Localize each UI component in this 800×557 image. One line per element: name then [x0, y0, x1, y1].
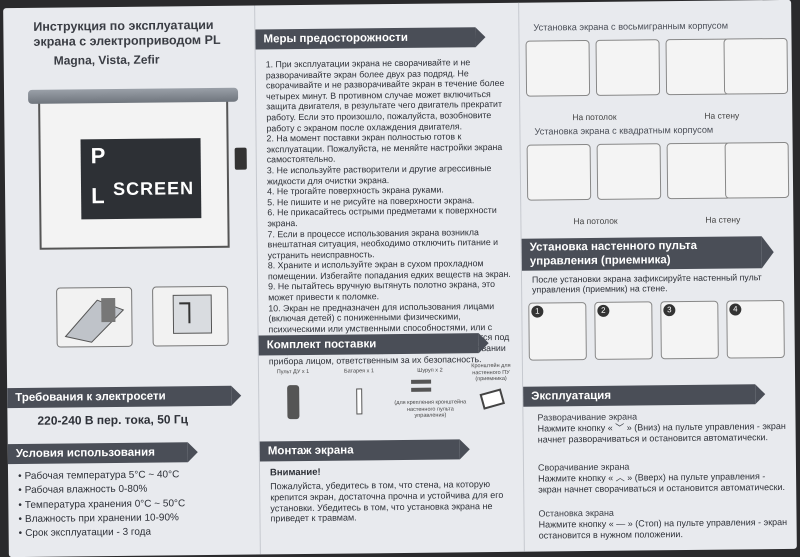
mounting-heading: Монтаж экрана [259, 439, 470, 462]
right-column: Установка экрана с восьмигранным корпусо… [519, 0, 797, 552]
logo-letter-l: L [90, 183, 105, 209]
roll-text: Нажмите кнопку « ︿ » (Вверх) на пульте у… [538, 470, 786, 495]
title-line-2: экрана с электроприводом PL [33, 32, 221, 49]
logo-letter-p: P [90, 143, 106, 169]
attention-label: Внимание! [269, 466, 321, 479]
screw-note: (для крепления кронштейна настенного пул… [394, 399, 467, 419]
kit-heading-text: Комплект поставки [266, 338, 377, 352]
screw-icon [411, 379, 432, 384]
step-number: 1 [531, 305, 544, 318]
precautions-heading-text: Меры предосторожности [263, 31, 408, 46]
list-item: 3. Не используйте растворители и другие … [266, 162, 492, 186]
kit-label: Кронштейн для настенного ПУ (приемника) [471, 362, 511, 383]
list-item: Срок эксплуатации - 3 года [19, 525, 186, 541]
ceiling-bracket-octagonal-icon [595, 39, 661, 96]
remote-install-text: После установки экрана зафиксируйте наст… [531, 272, 762, 296]
ceiling-label: На потолок [572, 111, 617, 123]
step-number: 3 [663, 304, 676, 317]
kit-heading: Комплект поставки [258, 333, 489, 356]
square-heading: Установка экрана с квадратным корпусом [534, 124, 714, 137]
step-number: 2 [597, 304, 610, 317]
ceiling-mount-octagonal-icon [525, 40, 591, 97]
kit-screws: Шуруп х 2 (для крепления кронштейна наст… [393, 367, 467, 419]
wall-label: На стену [705, 214, 741, 225]
install-step-1: 1 [528, 302, 587, 361]
precautions-heading: Меры предосторожности [255, 27, 486, 50]
kit-remote: Пульт ДУ х 1 [263, 368, 323, 420]
install-step-4: 4 [726, 299, 785, 359]
wall-bracket-octagonal-icon [723, 37, 789, 95]
screen-housing [28, 87, 239, 104]
list-item: 7. Если в процессе использования экрана … [267, 226, 499, 261]
operation-heading: Эксплуатация [523, 384, 766, 407]
list-item: 9. Не пытайтесь вручную вытянуть полотно… [268, 279, 496, 303]
stop-text: Нажмите кнопку « — » (Стоп) на пульте уп… [538, 516, 788, 541]
bracket-detail-thumbnail [152, 285, 229, 347]
screen-illustration: P L SCREEN [28, 87, 250, 260]
battery-icon [356, 388, 363, 415]
brand-logo: P L SCREEN [80, 138, 202, 220]
install-step-2: 2 [594, 301, 653, 360]
conditions-heading: Условия использования [7, 442, 198, 465]
step-number: 4 [729, 303, 742, 316]
document-title: Инструкция по эксплуатации экрана с элек… [33, 18, 220, 50]
list-item: Рабочая температура 5°C ~ 40°C [18, 468, 185, 484]
kit-battery: Батарея х 1 [329, 368, 389, 415]
unroll-section: Разворачивание экрана Нажмите кнопку « ﹀… [537, 410, 787, 445]
octagonal-heading: Установка экрана с восьмигранным корпусо… [533, 20, 729, 33]
precautions-list: 1. При эксплуатации экрана не сворачивай… [266, 57, 519, 367]
mount-detail-thumbnail [56, 286, 133, 348]
remote-icon [287, 385, 300, 420]
mounting-heading-text: Монтаж экрана [267, 444, 354, 458]
kit-label: Батарея х 1 [343, 368, 375, 375]
voltage-value: 220-240 В пер. тока, 50 Гц [37, 412, 189, 428]
bracket-icon [479, 388, 506, 410]
list-item: Температура хранения 0°C ~ 50°C [18, 497, 185, 513]
wall-remote-icon [234, 147, 247, 170]
kit-label: Шуруп х 2 [417, 367, 443, 374]
conditions-list: Рабочая температура 5°C ~ 40°C Рабочая в… [18, 468, 186, 541]
list-item: 8. Храните и используйте экран в сухом п… [267, 258, 511, 282]
wall-bracket-square-icon [724, 141, 790, 199]
left-column: Инструкция по эксплуатации экрана с элек… [3, 6, 259, 557]
kit-label: Пульт ДУ х 1 [276, 368, 310, 376]
list-item: 6. Не прикасайтесь острыми предметами к … [267, 205, 497, 229]
roll-section: Сворачивание экрана Нажмите кнопку « ︿ »… [538, 460, 788, 495]
ceiling-mount-square-icon [526, 143, 592, 201]
list-item: 1. При эксплуатации экрана не сворачивай… [265, 57, 505, 133]
remote-install-heading: Установка настенного пульта управления (… [521, 236, 774, 271]
wall-mount-octagonal-icon [665, 38, 731, 96]
screen-canvas: P L SCREEN [38, 97, 230, 250]
mounting-text: Пожалуйста, убедитесь в том, что стена, … [270, 479, 504, 524]
unroll-text: Нажмите кнопку « ﹀ » (Вниз) на пульте уп… [537, 420, 786, 445]
models-subtitle: Magna, Vista, Zefir [53, 52, 160, 68]
logo-screen-text: SCREEN [112, 178, 195, 199]
ceiling-bracket-square-icon [596, 143, 662, 200]
list-item: 2. На момент поставки экран полностью го… [266, 131, 503, 165]
power-heading-text: Требования к электросети [15, 390, 166, 405]
wall-label: На стену [704, 110, 740, 121]
instruction-sheet: Инструкция по эксплуатации экрана с элек… [3, 0, 797, 557]
operation-heading-text: Эксплуатация [531, 389, 612, 403]
screw-icon [411, 387, 432, 392]
conditions-heading-text: Условия использования [15, 446, 155, 461]
install-step-3: 3 [660, 300, 719, 360]
middle-column: Меры предосторожности 1. При эксплуатаци… [255, 3, 523, 555]
list-item: Влажность при хранении 10-90% [18, 511, 185, 527]
kit-bracket: Кронштейн для настенного ПУ (приемника) [463, 362, 519, 410]
wall-mount-square-icon [666, 142, 732, 200]
ceiling-label: На потолок [573, 215, 618, 227]
stop-section: Остановка экрана Нажмите кнопку « — » (С… [538, 506, 788, 541]
power-heading: Требования к электросети [7, 385, 242, 409]
remote-heading-line-2: управления (приемника) [529, 254, 671, 268]
